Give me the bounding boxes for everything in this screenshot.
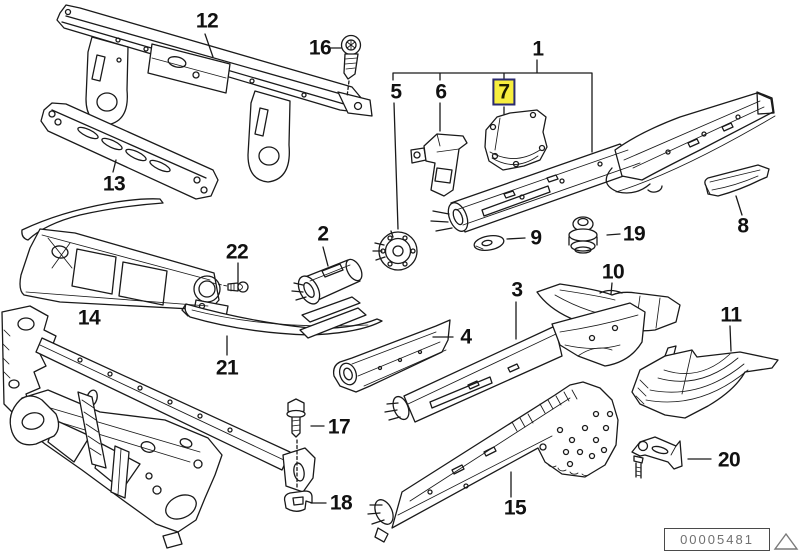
diagram-id-plate: 00005481 [664,528,770,551]
part-14-drawing [1,305,316,549]
part-callout-14[interactable]: 14 [77,306,101,330]
part-callout-8[interactable]: 8 [737,214,749,238]
part-callout-18[interactable]: 18 [329,491,353,515]
part-18-drawing [283,490,313,512]
part-callout-6[interactable]: 6 [435,80,447,104]
part-9-drawing [473,234,505,252]
part-4-drawing [299,296,451,393]
part-16-drawing [340,34,362,98]
part-callout-5[interactable]: 5 [390,80,402,104]
part-17-drawing [286,398,306,488]
part-11-drawing [631,345,779,419]
part-callout-2[interactable]: 2 [317,222,329,246]
part-callout-22[interactable]: 22 [225,240,249,264]
part-22-drawing [212,281,249,293]
part-callout-11[interactable]: 11 [720,303,742,327]
part-callout-12[interactable]: 12 [195,9,219,33]
leader-lines [112,33,743,504]
part-callout-15[interactable]: 15 [503,496,527,520]
part-20-drawing [631,436,683,479]
nose-panel-drawing [19,198,229,318]
part-callout-1[interactable]: 1 [532,37,544,61]
part-19-drawing [568,216,598,254]
part-callout-10[interactable]: 10 [601,260,625,284]
part-callout-13[interactable]: 13 [102,172,126,196]
part-8-drawing [704,164,770,197]
part-15-drawing [367,381,619,543]
part-callout-9[interactable]: 9 [530,226,542,250]
part-callout-21[interactable]: 21 [215,356,239,380]
diagram-id-number: 00005481 [680,532,754,547]
part-6-drawing [410,133,468,197]
part-2-drawing [291,258,363,305]
part-callout-3[interactable]: 3 [511,278,523,302]
part-callout-16[interactable]: 16 [308,36,332,60]
part-callout-7[interactable]: 7 [492,78,516,106]
part-3-drawing [384,302,646,423]
part-5-drawing [372,230,418,271]
part-1-drawing [430,91,776,233]
part-13-drawing [40,102,219,200]
part-21-drawing [181,303,383,336]
part-callout-19[interactable]: 19 [622,222,646,246]
part-callout-20[interactable]: 20 [717,448,741,472]
part-12-drawing [56,4,373,183]
part-7-drawing [484,109,548,171]
warning-triangle-icon [773,532,799,550]
part-callout-17[interactable]: 17 [327,415,351,439]
part-callout-4[interactable]: 4 [460,325,472,349]
